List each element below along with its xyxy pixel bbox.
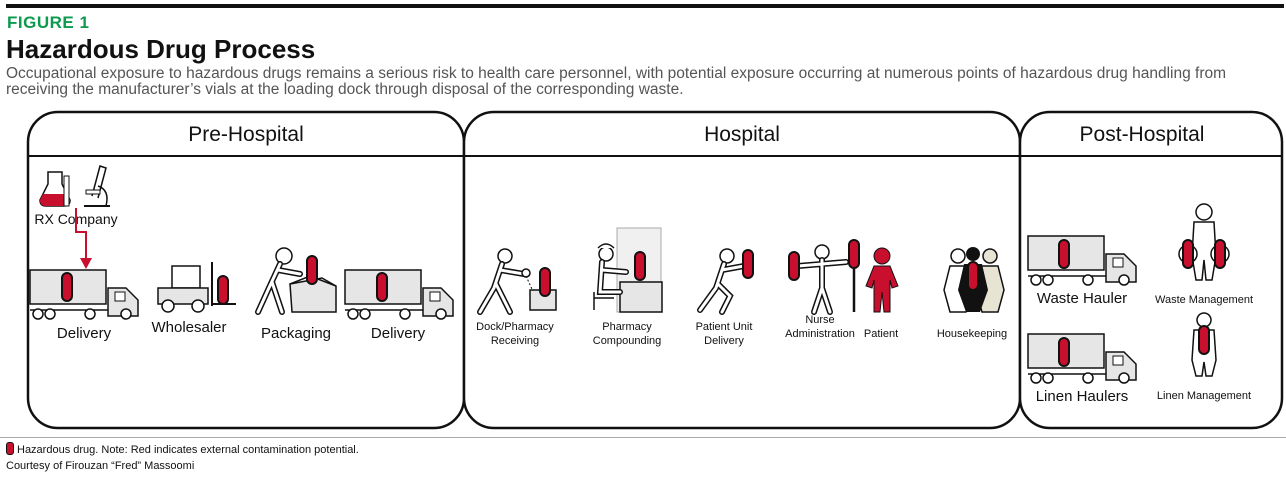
hazard-vial-icon xyxy=(6,442,14,455)
credit-line: Courtesy of Firouzan “Fred” Massoomi xyxy=(6,460,195,472)
label-dock-2: Receiving xyxy=(491,335,539,347)
linen-management-worker-icon xyxy=(1191,312,1217,377)
unit-delivery-worker-icon xyxy=(697,248,754,315)
label-housekeeping: Housekeeping xyxy=(937,328,1007,340)
label-compounding-1: Pharmacy xyxy=(602,321,652,333)
page-title: Hazardous Drug Process xyxy=(6,34,316,64)
label-nurse-2: Administration xyxy=(785,328,855,340)
flow-arrow-icon xyxy=(75,208,92,269)
process-diagram: Pre-Hospital Hospital Post-Hospital RX C… xyxy=(26,110,1284,430)
label-waste-management: Waste Management xyxy=(1155,294,1253,306)
label-dock-1: Dock/Pharmacy xyxy=(476,321,554,333)
label-wholesaler: Wholesaler xyxy=(151,319,226,336)
top-rule xyxy=(6,4,1284,8)
label-patient: Patient xyxy=(864,328,898,340)
label-delivery-2: Delivery xyxy=(371,325,426,342)
receiving-worker-icon xyxy=(477,248,557,315)
bottom-rule xyxy=(0,437,1286,438)
figure-label: FIGURE 1 xyxy=(7,13,90,32)
housekeeping-staff-icon xyxy=(943,247,1005,313)
label-delivery-1: Delivery xyxy=(57,325,112,342)
figure-caption: Occupational exposure to hazardous drugs… xyxy=(6,65,1227,98)
waste-management-worker-icon xyxy=(1178,203,1230,281)
forklift-icon xyxy=(157,262,236,313)
flask-icon xyxy=(39,171,71,207)
label-waste-hauler: Waste Hauler xyxy=(1037,290,1127,307)
iv-pole-icon xyxy=(848,239,860,312)
legend: Hazardous drug. Note: Red indicates exte… xyxy=(6,442,359,456)
label-packaging: Packaging xyxy=(261,325,331,342)
section-post-hospital: Post-Hospital xyxy=(1080,123,1205,146)
packaging-worker-icon xyxy=(255,247,337,315)
section-pre-hospital: Pre-Hospital xyxy=(188,123,304,146)
section-hospital: Hospital xyxy=(704,123,780,146)
microscope-icon xyxy=(84,165,110,207)
label-linen-management: Linen Management xyxy=(1157,390,1251,402)
legend-text: Hazardous drug. Note: Red indicates exte… xyxy=(17,444,359,456)
compounding-hood-icon xyxy=(593,227,663,313)
label-compounding-2: Compounding xyxy=(593,335,662,347)
patient-icon xyxy=(865,247,899,313)
nurse-icon xyxy=(788,244,849,315)
label-unit-2: Delivery xyxy=(704,335,744,347)
label-linen-haulers: Linen Haulers xyxy=(1036,388,1129,405)
label-nurse-1: Nurse xyxy=(805,314,834,326)
label-unit-1: Patient Unit xyxy=(696,321,753,333)
